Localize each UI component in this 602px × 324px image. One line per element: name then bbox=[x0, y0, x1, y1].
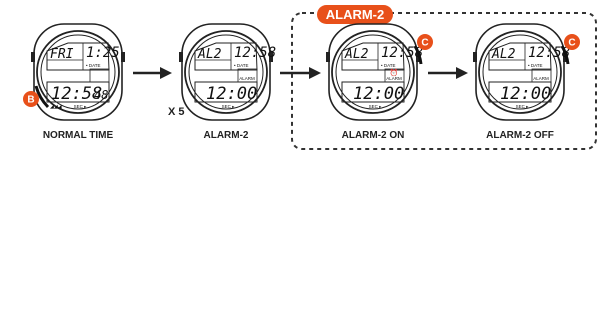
lcd-upper-window bbox=[194, 42, 258, 71]
date-label: • DATE bbox=[234, 63, 249, 68]
sec-label: SEC ▸ bbox=[369, 104, 383, 109]
date-label: • DATE bbox=[381, 63, 396, 68]
alarm-2-group-label: ALARM-2 bbox=[326, 7, 385, 22]
lcd-top-time: 12:58 bbox=[234, 45, 276, 61]
lcd-upper-window bbox=[341, 42, 405, 71]
button-press-highlight bbox=[413, 45, 423, 65]
watch-dial bbox=[335, 34, 411, 110]
lcd-main-window bbox=[488, 81, 552, 103]
lcd-main-time: 12:00 bbox=[500, 84, 551, 104]
lcd-mode-text: AL2 bbox=[197, 47, 222, 62]
watch-caption: ALARM-2 bbox=[204, 130, 249, 141]
button-letter: C bbox=[421, 38, 428, 49]
date-label: • DATE bbox=[528, 63, 543, 68]
sec-label: SEC ▸ bbox=[74, 104, 88, 109]
sec-label: SEC ▸ bbox=[516, 104, 530, 109]
alarm-2-group-tag: ALARM-2 bbox=[317, 5, 393, 24]
button-letter: B bbox=[27, 95, 34, 106]
watch-dial bbox=[188, 34, 264, 110]
side-button bbox=[269, 52, 273, 62]
watch-caption: ALARM-2 OFF bbox=[486, 130, 554, 141]
alarm-label: ALARM bbox=[239, 76, 255, 81]
battery-indicator-icon: ◢◢◢ bbox=[50, 104, 62, 110]
flow-arrow bbox=[428, 67, 468, 79]
watch-caption: ALARM-2 ON bbox=[342, 130, 405, 141]
lcd-main-time: 12:00 bbox=[353, 84, 404, 104]
watch-dial bbox=[40, 34, 116, 110]
button-press-highlight bbox=[34, 85, 50, 109]
lcd-main-time: 12:00 bbox=[206, 84, 257, 104]
lcd-main-window bbox=[194, 81, 258, 103]
lcd-upper-window bbox=[488, 42, 552, 71]
side-button bbox=[416, 52, 420, 62]
lcd-mode-text: AL2 bbox=[491, 47, 516, 62]
button-press-highlight bbox=[560, 45, 570, 65]
lcd-mode-text: AL2 bbox=[344, 47, 369, 62]
lcd-top-time: 1:25 bbox=[86, 45, 120, 61]
lcd-main-window bbox=[46, 81, 110, 103]
flow-arrow bbox=[280, 67, 321, 79]
alarm-label: ALARM bbox=[533, 76, 549, 81]
side-button bbox=[326, 52, 330, 62]
side-button bbox=[473, 52, 477, 62]
button-c-badge bbox=[417, 34, 433, 50]
side-button bbox=[563, 52, 567, 62]
press-count-label: X 5 bbox=[168, 106, 185, 118]
watch-caption: NORMAL TIME bbox=[43, 130, 114, 141]
lcd-top-time: 12:58 bbox=[528, 45, 570, 61]
button-c-badge bbox=[564, 34, 580, 50]
side-button bbox=[121, 52, 125, 62]
lcd-top-time: 12:58 bbox=[381, 45, 423, 61]
side-button bbox=[179, 52, 183, 62]
flow-arrow bbox=[133, 67, 172, 79]
date-label: • DATE bbox=[86, 63, 101, 68]
alarm-on-icon: ⏰ bbox=[390, 68, 399, 77]
watch-dial bbox=[482, 34, 558, 110]
sec-label: SEC ▸ bbox=[222, 104, 236, 109]
lcd-mode-text: FRI bbox=[50, 47, 74, 62]
button-b-badge bbox=[23, 91, 39, 107]
lcd-main-time: 12:58 bbox=[51, 84, 102, 104]
alarm-label: ALARM bbox=[386, 76, 402, 81]
lcd-main-window bbox=[341, 81, 405, 103]
side-button bbox=[31, 52, 35, 62]
lcd-seconds: 48 bbox=[94, 88, 108, 102]
lcd-upper-window bbox=[46, 42, 110, 71]
button-letter: C bbox=[568, 38, 575, 49]
